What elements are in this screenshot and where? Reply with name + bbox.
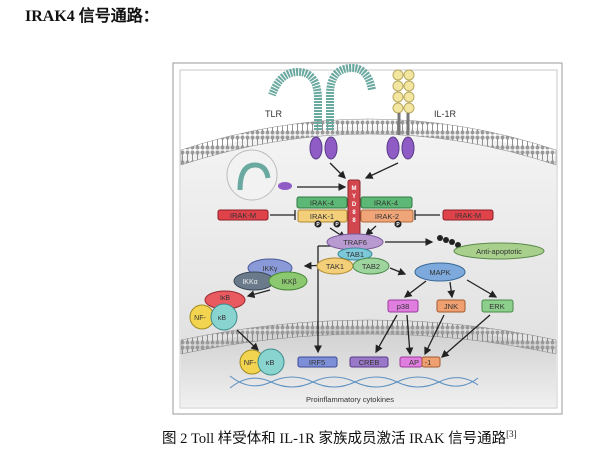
- phospho-dot: [314, 220, 322, 228]
- irak1-label: IRAK-1: [310, 212, 334, 221]
- nfkb-kb-label: κB: [218, 315, 227, 322]
- inhibition-lines: [270, 210, 440, 220]
- nuclear-membrane: [180, 319, 557, 355]
- irak4-left-box: [296, 196, 348, 209]
- anti-apoptotic-label: Anti-apoptotic: [476, 247, 522, 256]
- irakm-left-label: IRAK-M: [230, 211, 256, 220]
- nuclear-nfkb-kb-label: κB: [266, 358, 275, 367]
- caption-text: 图 2 Toll 样受体和 IL-1R 家族成员激活 IRAK 信号通路: [162, 431, 507, 447]
- irf5-box: [297, 356, 338, 368]
- p38-box: [387, 299, 419, 313]
- ubiquitin-chain: [437, 235, 461, 248]
- ap1-orange-box: [421, 356, 441, 368]
- mapk-node: [414, 262, 466, 282]
- ikb-label: IκB: [220, 295, 230, 302]
- myd88-letter: 8: [352, 210, 356, 216]
- tab2-node: [352, 257, 390, 275]
- irakm-right-box: [442, 209, 494, 221]
- nfkb-nf-label: NF-: [194, 315, 206, 322]
- tlr-label: TLR: [265, 109, 283, 119]
- myd88-letter: M: [352, 186, 357, 192]
- tab1-node: [337, 247, 373, 261]
- irak4-left-label: IRAK-4: [310, 199, 334, 208]
- irakm-left-box: [217, 209, 269, 221]
- phospho-dot: [333, 220, 341, 228]
- cell-membrane: [180, 118, 557, 166]
- ap1-label-a: AP: [409, 358, 419, 367]
- cytokines-label: Proinflammatory cytokines: [306, 395, 394, 404]
- nuclear-nfkb-teal-subunit: [257, 348, 285, 376]
- il1r-label: IL-1R: [434, 109, 457, 119]
- jnk-label: JNK: [444, 302, 458, 311]
- tak1-label: TAK1: [326, 262, 344, 271]
- tab2-label: TAB2: [362, 262, 380, 271]
- creb-box: [349, 356, 389, 368]
- myd88-letter: Y: [352, 194, 356, 200]
- tlr-receptor: [268, 63, 376, 160]
- ikkb-label: IKKβ: [281, 279, 296, 286]
- phospho-dot: [394, 220, 402, 228]
- tab1-label: TAB1: [346, 250, 364, 259]
- il1r-receptor: [386, 69, 415, 160]
- mapk-label: MAPK: [429, 268, 450, 277]
- nfkb-teal-subunit: [210, 303, 238, 331]
- erk-label: ERK: [489, 302, 504, 311]
- anti-apoptotic-node: [453, 242, 545, 260]
- creb-label: CREB: [359, 358, 380, 367]
- erk-box: [481, 299, 514, 313]
- traf6-label: TRAF6: [343, 238, 367, 247]
- section-heading: IRAK4 信号通路：: [25, 8, 159, 25]
- caption-reference: [3]: [506, 429, 517, 440]
- myd88-letter: D: [352, 202, 357, 208]
- irf5-label: IRF5: [309, 358, 325, 367]
- figure-caption: 图 2 Toll 样受体和 IL-1R 家族成员激活 IRAK 信号通路[3]: [162, 427, 517, 448]
- endosomal-tlr: [226, 149, 292, 201]
- nuclear-nfkb-nf-label: NF-: [244, 358, 257, 367]
- ap1-label-b: -1: [425, 358, 432, 367]
- irak4-right-label: IRAK-4: [374, 199, 398, 208]
- irakm-right-label: IRAK-M: [455, 211, 481, 220]
- dna-helix: [229, 375, 479, 389]
- irak2-box: [360, 209, 414, 223]
- jnk-box: [436, 299, 466, 313]
- phospho-label: P: [316, 222, 320, 228]
- phospho-label: P: [396, 222, 400, 228]
- ikkg-label: IKKγ: [263, 266, 278, 273]
- p38-label: p38: [397, 302, 410, 311]
- phospho-label: P: [335, 222, 339, 228]
- myd88-letter: 8: [352, 218, 356, 224]
- irak1-box: [297, 209, 348, 223]
- irak4-right-box: [360, 196, 413, 209]
- irak2-label: IRAK-2: [375, 212, 399, 221]
- ikka-label: IKKα: [242, 279, 257, 286]
- ikkb-node: [268, 271, 308, 291]
